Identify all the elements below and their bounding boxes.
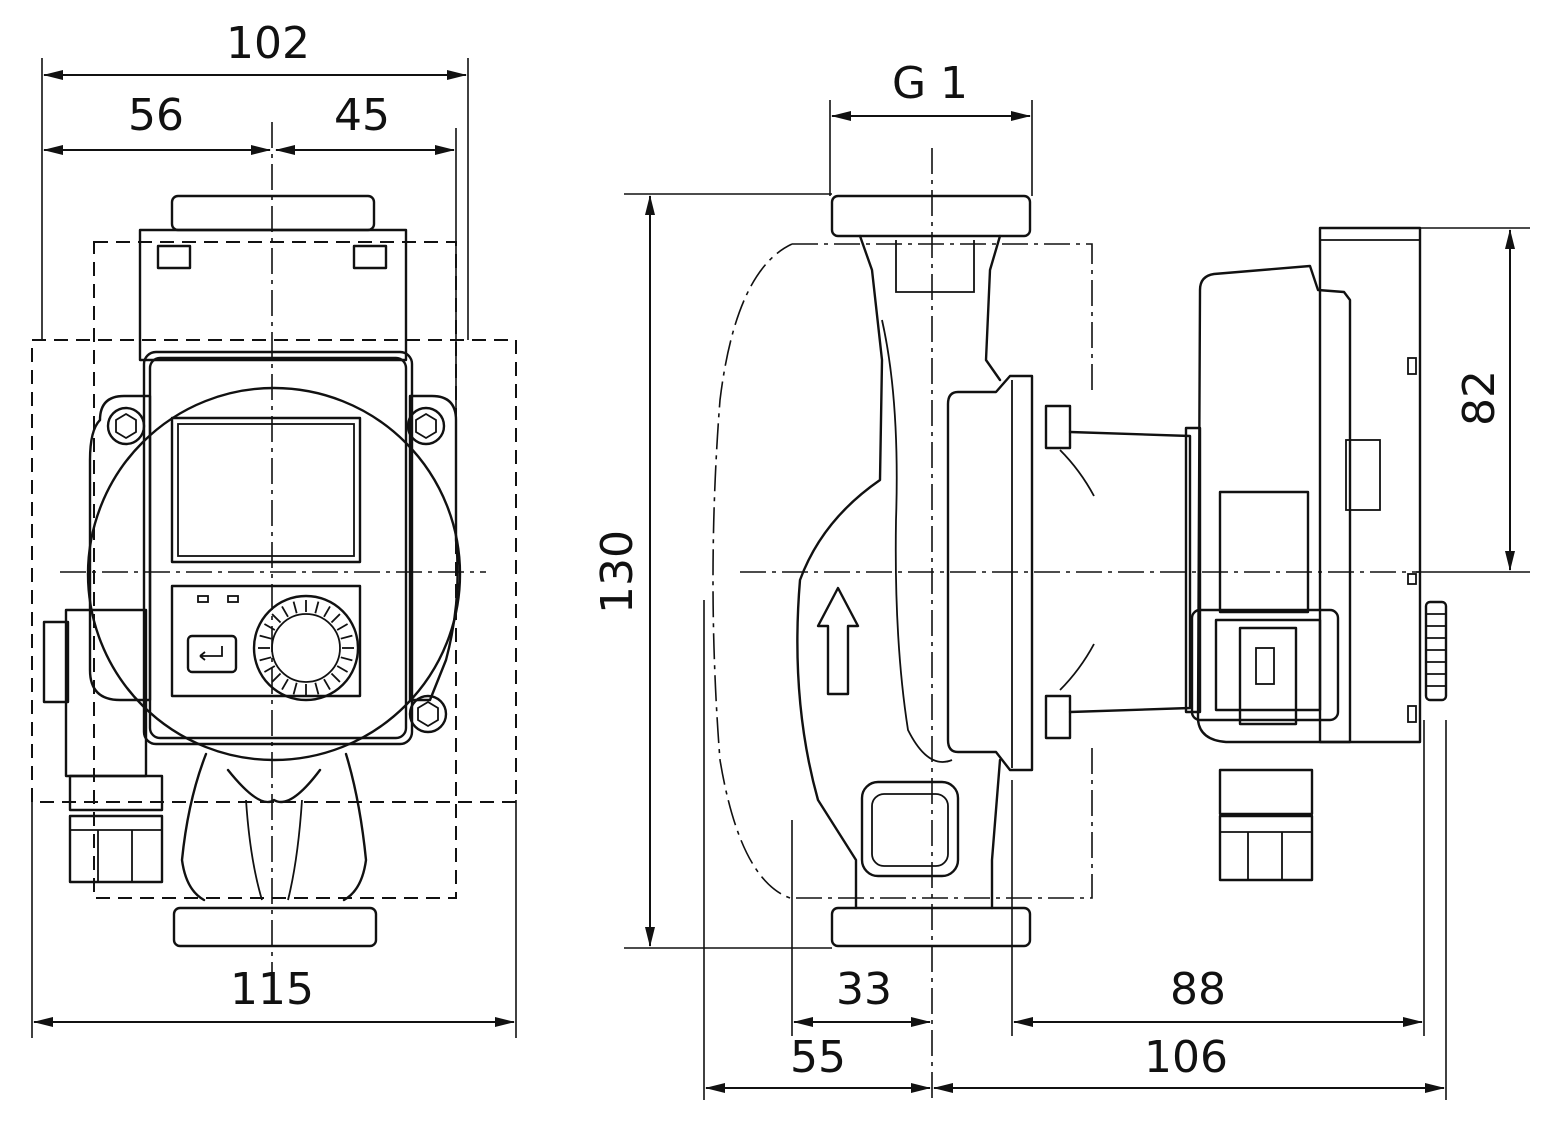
front-envelope bbox=[31, 339, 517, 803]
side-connector-inner bbox=[1214, 618, 1322, 712]
dim-label-130: 130 bbox=[592, 530, 643, 614]
side-pump-neck bbox=[895, 240, 975, 293]
dim-label-45: 45 bbox=[334, 90, 390, 141]
front-housing-right-lobe bbox=[408, 394, 459, 702]
front-top-flange bbox=[170, 194, 376, 232]
front-control-knob bbox=[252, 594, 360, 702]
knob-tick bbox=[292, 601, 298, 614]
knob-tick bbox=[259, 656, 272, 662]
side-volute bbox=[881, 319, 953, 763]
knob-tick bbox=[259, 634, 272, 640]
knob-tick bbox=[281, 678, 289, 691]
knob-tick bbox=[314, 682, 320, 695]
side-view: G 1 130 82 33 88 55 106 bbox=[592, 58, 1530, 1100]
front-pump-body bbox=[180, 752, 368, 902]
dim-label-56: 56 bbox=[128, 90, 184, 141]
front-button bbox=[186, 634, 238, 674]
knob-tick bbox=[340, 656, 353, 662]
front-bottom-flange bbox=[172, 906, 378, 948]
dim-label-88: 88 bbox=[1170, 964, 1226, 1015]
side-motor-flange bbox=[946, 374, 1034, 772]
knob-tick bbox=[271, 672, 282, 683]
side-terminal-notch bbox=[1345, 439, 1381, 511]
front-display bbox=[170, 416, 362, 564]
dim-label-33: 33 bbox=[836, 964, 892, 1015]
front-clip-right bbox=[352, 244, 388, 270]
knob-tick bbox=[330, 672, 341, 683]
dim-label-g1: G 1 bbox=[892, 58, 968, 109]
side-bolt-top bbox=[1044, 404, 1072, 450]
side-connector-latch bbox=[1238, 626, 1298, 726]
knob-tick bbox=[323, 605, 331, 618]
front-top-housing bbox=[138, 228, 408, 362]
front-button-symbol-icon bbox=[199, 646, 223, 661]
front-screw-hex-br bbox=[417, 700, 439, 728]
knob-tick bbox=[281, 605, 289, 618]
front-pump-inner bbox=[245, 799, 303, 901]
side-connector-neck bbox=[1218, 768, 1314, 816]
front-led-1 bbox=[197, 595, 209, 603]
knob-tick bbox=[314, 601, 320, 614]
front-screw-bottom-right bbox=[408, 694, 448, 734]
flow-direction-arrow-icon bbox=[816, 586, 860, 696]
front-plug-body bbox=[64, 608, 148, 778]
front-inner-envelope bbox=[93, 241, 457, 899]
knob-tick bbox=[263, 623, 276, 631]
front-led-2 bbox=[227, 595, 239, 603]
side-pump-body bbox=[796, 234, 1002, 910]
knob-tick bbox=[336, 623, 349, 631]
side-top-flange bbox=[830, 194, 1032, 238]
side-mark-2 bbox=[1407, 573, 1417, 585]
side-cable-gland bbox=[1218, 814, 1314, 882]
knob-tick bbox=[323, 678, 331, 691]
front-clip-left bbox=[156, 244, 192, 270]
side-housing-shading bbox=[1059, 449, 1095, 691]
front-display-inner bbox=[177, 423, 355, 557]
front-plug-lever bbox=[42, 620, 70, 704]
front-control-box bbox=[142, 350, 414, 746]
dim-label-102: 102 bbox=[226, 18, 310, 69]
front-pump-throat bbox=[226, 768, 322, 804]
front-motor-circle bbox=[86, 386, 462, 762]
side-mark-1 bbox=[1407, 357, 1417, 375]
side-bottom-flange bbox=[830, 906, 1032, 948]
side-drain-pocket bbox=[860, 780, 960, 878]
knob-tick bbox=[263, 665, 276, 673]
front-housing-left-lobe bbox=[88, 394, 152, 702]
knob-tick bbox=[292, 682, 298, 695]
front-control-panel bbox=[170, 584, 362, 698]
knob-tick bbox=[330, 613, 341, 624]
side-connector-slot bbox=[1255, 647, 1275, 685]
side-envelope bbox=[712, 243, 1093, 899]
side-knob bbox=[1424, 600, 1448, 702]
front-cable-gland bbox=[68, 814, 164, 884]
side-mark-3 bbox=[1407, 705, 1417, 723]
side-connector bbox=[1190, 608, 1340, 722]
side-motor-housing bbox=[1068, 430, 1192, 714]
knob-tick bbox=[336, 665, 349, 673]
side-drain-inner bbox=[871, 793, 949, 867]
dim-label-55: 55 bbox=[790, 1032, 846, 1083]
side-plug-top bbox=[1218, 490, 1310, 614]
front-plug-neck bbox=[68, 774, 164, 812]
front-screw-top-right bbox=[406, 406, 446, 446]
front-view: 102 56 45 115 bbox=[31, 18, 517, 1038]
front-screw-hex-tl bbox=[115, 412, 137, 440]
knob-tick bbox=[340, 634, 353, 640]
side-terminal-box bbox=[1318, 226, 1422, 744]
side-bolt-bottom bbox=[1044, 694, 1072, 740]
side-control-module bbox=[1196, 264, 1352, 744]
side-knob-ridges bbox=[1426, 613, 1446, 687]
front-screw-hex-tr bbox=[415, 412, 437, 440]
knob-tick bbox=[271, 613, 282, 624]
dim-label-82: 82 bbox=[1454, 370, 1505, 426]
dim-label-106: 106 bbox=[1144, 1032, 1228, 1083]
front-control-box-inner bbox=[148, 356, 408, 740]
